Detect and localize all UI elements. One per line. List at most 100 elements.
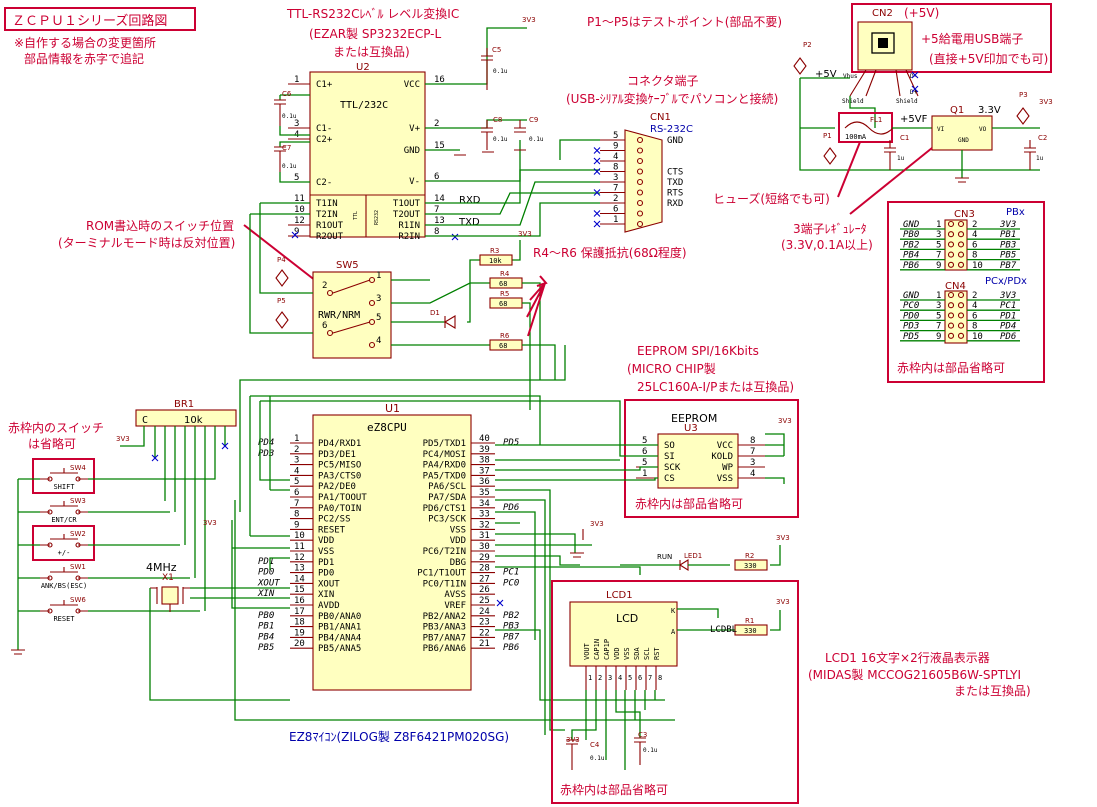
svg-text:VO: VO [979, 126, 987, 133]
u1-name: eZ8CPU [367, 421, 407, 434]
u1-net-label: PB3 [503, 622, 519, 632]
u1-pin-name: AVDD [318, 601, 340, 611]
switch-symbol [40, 600, 88, 612]
u1-pin-name: VDD [450, 536, 466, 546]
v3-br1: 3V3 [116, 435, 130, 443]
lcd-pin-name: RST [653, 647, 661, 660]
lcd-pin-num: 2 [598, 674, 602, 682]
cn4-left-net: PD0 [903, 311, 919, 321]
note-line2: 部品情報を赤字で追記 [24, 51, 144, 66]
u1-pin-num: 21 [479, 639, 490, 649]
usb-note2: (直接+5V印加でも可) [929, 51, 1048, 66]
cn1-pin-name: CTS [667, 168, 683, 178]
u1-pin-name: VSS [450, 525, 466, 535]
cn4-left-net: GND [903, 291, 919, 301]
u3-ref: U3 [684, 423, 698, 434]
header-omit-note: 赤枠内は部品省略可 [897, 360, 1005, 375]
u2-pin-name: VCC [404, 80, 420, 90]
cn1-pin-name: TXD [667, 178, 683, 188]
u1-pin-num: 4 [294, 466, 299, 476]
switch-contact [47, 608, 53, 614]
cn4-right-net: PD6 [1000, 332, 1016, 342]
u1-net-label: PD6 [503, 503, 519, 513]
cn1-contact [636, 157, 644, 165]
u1-pin-name: PB0/ANA0 [318, 612, 361, 622]
u1-pin-num: 38 [479, 456, 490, 466]
sw5-name: RWR/NRM [318, 310, 360, 321]
svg-text:0.1u: 0.1u [282, 163, 297, 170]
u1-pin-name: DBG [450, 558, 466, 568]
u1-pin-num: 32 [479, 520, 490, 530]
u1-pin-num: 11 [294, 542, 305, 552]
sw5-pin-num: 4 [376, 336, 381, 346]
v3-u1b: 3V3 [590, 520, 604, 528]
u1-pin-name: PA6/SCL [428, 482, 466, 492]
sw5-ref: SW5 [336, 260, 359, 271]
connector-note2: (USB-ｼﾘｱﾙ変換ｹｰﾌﾞﾙでパソコンと接続) [566, 91, 778, 106]
xtal-val: 4MHz [146, 561, 177, 574]
resistor-ref: R4 [500, 270, 510, 278]
switch-ref: SW1 [70, 563, 86, 571]
u1-net-label: PC1 [503, 568, 519, 578]
cn3-right-net: PB7 [1000, 261, 1017, 271]
svg-text:C7: C7 [282, 144, 291, 152]
cn1-contact [636, 220, 644, 228]
lcd-pin-name: SCL [643, 647, 651, 660]
cn3-right-num: 2 [972, 220, 977, 230]
u1-pin-num: 24 [479, 607, 490, 617]
cn4-pin [947, 332, 955, 339]
svg-text:VI: VI [937, 126, 945, 133]
cn1-contact [636, 136, 644, 144]
u2-pin-num: 9 [294, 227, 299, 237]
cn4-right-num: 8 [972, 322, 977, 332]
switch-label: ENT/CR [51, 516, 77, 524]
lcd-pin-name: SDA [633, 647, 641, 660]
cn3-left-num: 3 [936, 230, 941, 240]
u1-pin-num: 15 [294, 585, 305, 595]
u1-pin-num: 14 [294, 574, 305, 584]
v3-r3: 3V3 [518, 230, 532, 238]
svg-text:C1: C1 [900, 134, 909, 142]
sw2-red-box [32, 525, 95, 561]
lcd-pin-num: 4 [618, 674, 622, 682]
eeprom-note2: (MICRO CHIP製 [627, 362, 716, 376]
u3-pin-num: 7 [750, 447, 755, 457]
cn1-contact [636, 199, 644, 207]
u1-pin-num: 35 [479, 488, 490, 498]
cn3-left-net: PB4 [903, 251, 919, 261]
cn4-right-num: 10 [972, 332, 983, 342]
sw5-pin-num: 3 [376, 294, 381, 304]
svg-text:A: A [671, 628, 676, 636]
resistor-wires [522, 282, 556, 410]
u1-pin-num: 3 [294, 456, 299, 466]
u3-pin-num: 6 [642, 447, 647, 457]
u1-pin-name: PA0/TOIN [318, 504, 361, 514]
u1-pin-name: XIN [318, 590, 334, 600]
u3-body [657, 433, 739, 489]
sw5-pin-num: 6 [322, 321, 327, 331]
switch-label: +/- [58, 549, 71, 557]
u1-pin-name: PA4/RXD0 [423, 461, 466, 471]
u1-ref: U1 [385, 402, 400, 415]
u1-pin-name: PA3/CTS0 [318, 471, 361, 481]
u2-body [309, 71, 426, 238]
u2-ttl: TTL [353, 211, 359, 220]
br1-ref: BR1 [174, 399, 194, 410]
u1-pin-name: PA5/TXD0 [423, 471, 466, 481]
u1-net-label: PB5 [258, 643, 274, 653]
x1-body [161, 586, 179, 605]
cn1-pin-name: GND [667, 136, 683, 146]
no-connect-mark [593, 189, 601, 196]
u1-pin-name: PB7/ANA7 [423, 633, 466, 643]
switch-contact [47, 542, 53, 548]
u1-pin-name: XOUT [318, 579, 340, 589]
lcd-name: LCD [616, 612, 638, 625]
switch-contact [47, 476, 53, 482]
cn1-pin-num: 5 [613, 131, 618, 141]
svg-text:0.1u: 0.1u [493, 136, 508, 143]
u1-pin-name: PB2/ANA2 [423, 612, 466, 622]
u3-pin-name: SI [664, 452, 675, 462]
cn4-right-num: 2 [972, 291, 977, 301]
u1-pin-name: VSS [318, 547, 334, 557]
svg-text:0.1u: 0.1u [282, 113, 297, 120]
